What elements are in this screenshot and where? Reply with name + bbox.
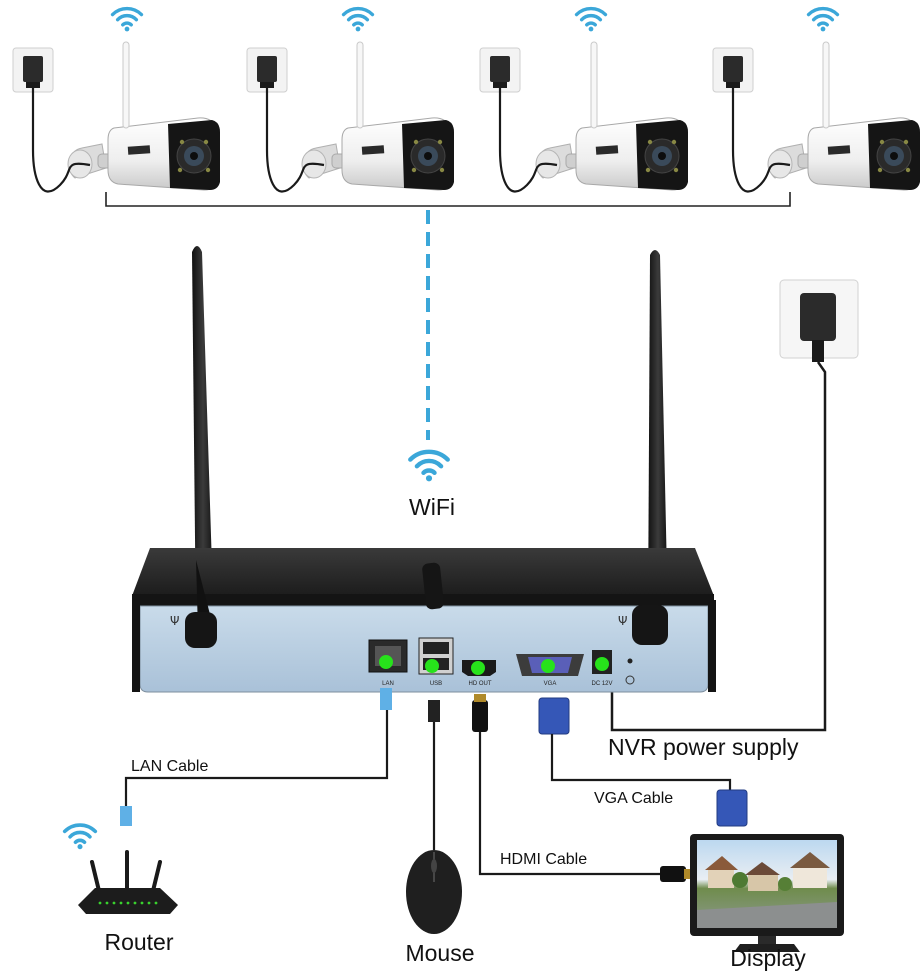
lan-port: LAN	[368, 639, 408, 687]
dc-port-label: DC 12V	[591, 681, 612, 687]
hdmi-cable-label: HDMI Cable	[500, 851, 587, 868]
vga-cable-label: VGA Cable	[594, 790, 673, 807]
nvr-antenna-right	[648, 250, 668, 620]
camera-group-bracket	[105, 192, 791, 207]
dc-power-port: DC 12V	[591, 650, 613, 687]
power-outlet-icon	[12, 47, 54, 93]
nvr-power-supply-label: NVR power supply	[608, 734, 799, 760]
mouse	[406, 850, 462, 934]
lan-cable	[120, 688, 392, 826]
wifi-icon	[62, 823, 98, 852]
mouse-label: Mouse	[405, 940, 474, 966]
mouse-cable	[428, 700, 440, 850]
camera-1	[67, 41, 221, 191]
nvr-recorder: Ψ Ψ LAN USB HD OUT VG	[132, 246, 716, 693]
display-label: Display	[730, 945, 806, 971]
svg-text:Ψ: Ψ	[170, 614, 179, 628]
vga-port: VGA	[516, 654, 584, 687]
vga-port-label: VGA	[544, 681, 557, 687]
lan-cable-label: LAN Cable	[131, 758, 208, 775]
power-outlet-icon	[712, 47, 754, 93]
camera-3	[535, 41, 689, 191]
usb-ports: USB	[418, 637, 454, 687]
svg-text:Ψ: Ψ	[618, 614, 627, 628]
usb-dongle	[422, 562, 444, 610]
router	[62, 823, 178, 914]
camera-2	[301, 41, 455, 191]
power-outlet-icon	[479, 47, 521, 93]
wifi-label: WiFi	[409, 494, 455, 520]
hdmi-port: HD OUT	[462, 660, 496, 687]
vga-cable	[538, 697, 748, 827]
wifi-icon	[410, 452, 447, 482]
power-adapter	[610, 279, 859, 732]
camera-row	[12, 6, 921, 207]
usb-port-label: USB	[430, 681, 442, 687]
wifi-icon	[110, 6, 144, 34]
lan-port-label: LAN	[382, 681, 394, 687]
router-label: Router	[104, 929, 173, 955]
wifi-icon	[806, 6, 840, 34]
hdmi-port-label: HD OUT	[469, 681, 492, 687]
power-outlet-icon	[246, 47, 288, 93]
wifi-icon	[341, 6, 375, 34]
camera-4	[767, 41, 921, 191]
nvr-antenna-left	[192, 246, 214, 632]
display-monitor	[690, 834, 844, 952]
wifi-icon	[574, 6, 608, 34]
hdmi-cable	[472, 694, 692, 882]
